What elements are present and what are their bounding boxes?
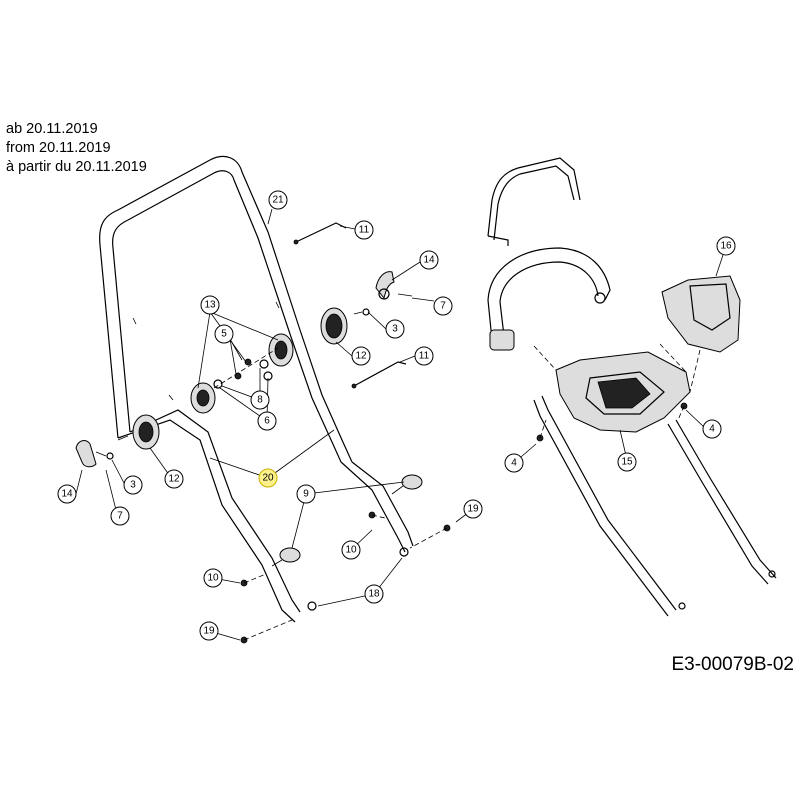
callout-7-left: 7 bbox=[110, 506, 130, 526]
callout-18: 18 bbox=[364, 584, 384, 604]
lever-left bbox=[75, 440, 114, 468]
svg-text:18: 18 bbox=[368, 589, 380, 600]
svg-text:3: 3 bbox=[130, 480, 136, 491]
shroud-cover bbox=[661, 275, 741, 353]
control-cable-upper bbox=[293, 222, 347, 245]
adjust-knob-left bbox=[117, 414, 160, 450]
svg-text:11: 11 bbox=[419, 351, 430, 362]
handle-knob-upper bbox=[391, 474, 423, 495]
handle-knob-lower bbox=[271, 547, 301, 567]
svg-text:3: 3 bbox=[392, 324, 398, 335]
svg-text:11: 11 bbox=[359, 225, 370, 236]
callout-19-left: 19 bbox=[199, 621, 219, 641]
callout-4-left: 4 bbox=[504, 453, 524, 473]
callout-14-left: 14 bbox=[57, 484, 77, 504]
clamp-assembly-center bbox=[190, 333, 294, 414]
callout-6: 6 bbox=[257, 411, 277, 431]
svg-text:5: 5 bbox=[221, 329, 227, 340]
svg-text:19: 19 bbox=[467, 504, 479, 515]
svg-text:10: 10 bbox=[207, 573, 219, 584]
date-note-german: ab 20.11.2019 bbox=[6, 121, 98, 137]
svg-text:16: 16 bbox=[720, 241, 732, 252]
lower-handle-frame bbox=[533, 395, 777, 617]
callout-3-right: 3 bbox=[385, 319, 405, 339]
svg-text:12: 12 bbox=[168, 474, 180, 485]
svg-text:15: 15 bbox=[621, 457, 633, 468]
frame-screws bbox=[536, 402, 688, 442]
svg-text:4: 4 bbox=[709, 424, 715, 435]
svg-text:20: 20 bbox=[262, 473, 274, 484]
callout-5: 5 bbox=[214, 324, 234, 344]
svg-text:7: 7 bbox=[117, 511, 123, 522]
svg-text:19: 19 bbox=[203, 626, 215, 637]
callout-20-highlighted: 20 bbox=[258, 468, 278, 488]
callout-7-right: 7 bbox=[433, 296, 453, 316]
adjust-knob-right bbox=[320, 307, 370, 345]
callout-12-right: 12 bbox=[351, 346, 371, 366]
callout-11-lower: 11 bbox=[414, 346, 434, 366]
svg-text:10: 10 bbox=[345, 545, 357, 556]
callout-9: 9 bbox=[296, 484, 316, 504]
svg-text:14: 14 bbox=[61, 489, 73, 500]
callout-16: 16 bbox=[716, 236, 736, 256]
callout-10-right: 10 bbox=[341, 540, 361, 560]
lower-handle-bar bbox=[117, 409, 414, 623]
svg-text:14: 14 bbox=[423, 255, 435, 266]
upper-handle-bar bbox=[99, 155, 353, 463]
callout-11-upper: 11 bbox=[354, 220, 374, 240]
svg-text:13: 13 bbox=[204, 300, 216, 311]
svg-text:9: 9 bbox=[303, 489, 309, 500]
callout-13: 13 bbox=[200, 295, 220, 315]
date-note-english: from 20.11.2019 bbox=[6, 140, 111, 156]
control-cable-lower bbox=[351, 361, 407, 389]
lever-right bbox=[375, 271, 413, 300]
svg-text:7: 7 bbox=[440, 301, 446, 312]
callout-19-right: 19 bbox=[463, 499, 483, 519]
callout-12-left: 12 bbox=[164, 469, 184, 489]
svg-text:8: 8 bbox=[257, 395, 263, 406]
svg-text:21: 21 bbox=[272, 195, 284, 206]
svg-text:12: 12 bbox=[355, 351, 367, 362]
callout-4-right: 4 bbox=[702, 419, 722, 439]
date-note-french: à partir du 20.11.2019 bbox=[6, 159, 147, 175]
control-panel-housing bbox=[533, 343, 701, 433]
callout-3-left: 3 bbox=[123, 475, 143, 495]
svg-text:6: 6 bbox=[264, 416, 270, 427]
drawing-code: E3-00079B-02 bbox=[671, 654, 794, 675]
callout-14-right: 14 bbox=[419, 250, 439, 270]
svg-text:4: 4 bbox=[511, 458, 517, 469]
callout-8: 8 bbox=[250, 390, 270, 410]
fasteners bbox=[240, 511, 451, 644]
callout-10-left: 10 bbox=[203, 568, 223, 588]
handle-bracket bbox=[487, 247, 611, 351]
callout-15: 15 bbox=[617, 452, 637, 472]
callout-21: 21 bbox=[268, 190, 288, 210]
bail-lever bbox=[487, 157, 581, 246]
